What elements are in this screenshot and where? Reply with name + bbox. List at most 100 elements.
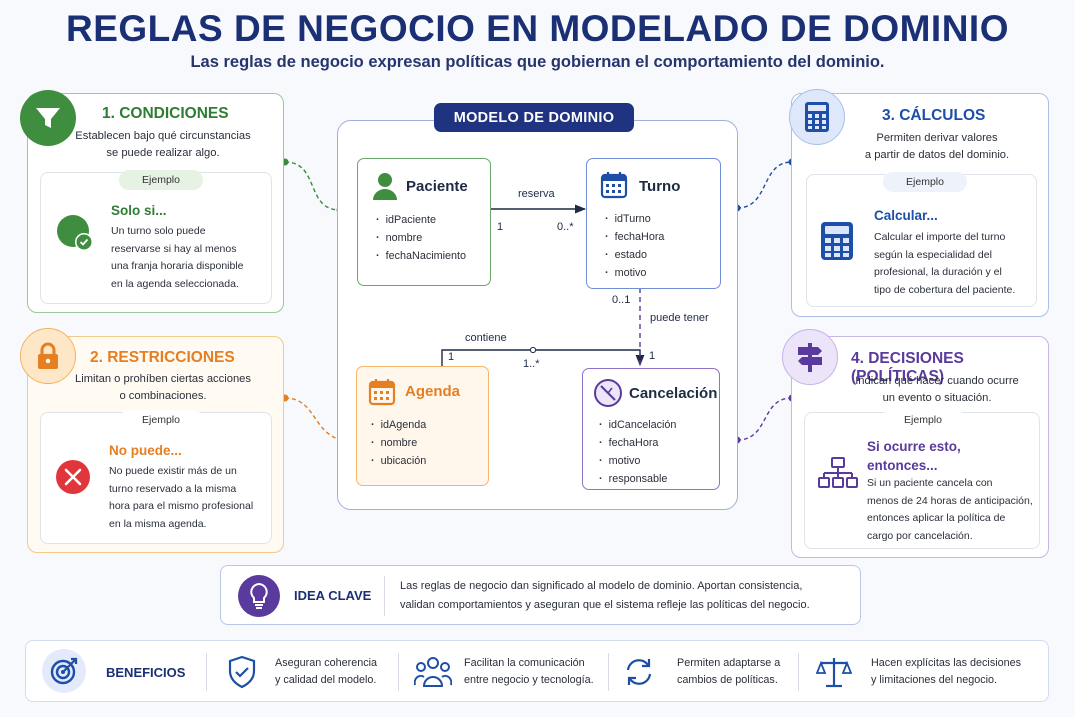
conditions-example-text: Un turno solo puede reservarse si hay al… (111, 225, 244, 290)
key-idea-text: Las reglas de negocio dan significado al… (400, 580, 810, 611)
key-idea-divider (384, 576, 385, 616)
example-label: Ejemplo (119, 410, 203, 430)
calculations-example-text: Calcular el importe del turno según la e… (874, 231, 1016, 296)
domain-model-label: MODELO DE DOMINIO (434, 103, 634, 132)
benefits-label: BENEFICIOS (106, 665, 186, 680)
calculations-card: 3. CÁLCULOS Permiten derivar valores a p… (791, 93, 1049, 317)
entity-paciente-title: Paciente (406, 178, 468, 195)
puede-tener-from-mult: 0..1 (612, 294, 631, 306)
reserva-label: reserva (518, 188, 555, 200)
attribute: idPaciente (376, 211, 466, 229)
conditions-desc: Establecen bajo qué circunstancias se pu… (75, 130, 251, 159)
connector-restrictions (284, 397, 357, 443)
reserva-from-mult: 1 (497, 221, 504, 233)
contiene-line (441, 349, 645, 367)
attribute: nombre (371, 434, 426, 452)
decisions-card: 4. DECISIONES (POLÍTICAS) Indican qué ha… (791, 336, 1049, 558)
divider (608, 653, 609, 691)
example-label: Ejemplo (883, 172, 967, 192)
x-circle-icon (55, 459, 91, 500)
entity-cancelacion[interactable]: Cancelación idCancelación fechaHora moti… (582, 368, 720, 490)
benefit-text: Facilitan la comunicación entre negocio … (464, 657, 594, 686)
restrictions-title: 2. RESTRICCIONES (90, 349, 235, 366)
attribute: fechaNacimiento (376, 247, 466, 265)
lightbulb-icon (238, 575, 280, 617)
page-subtitle: Las reglas de negocio expresan políticas… (190, 53, 885, 71)
puede-tener-label: puede tener (650, 312, 709, 324)
example-label: Ejemplo (119, 170, 203, 190)
contiene-label: contiene (465, 332, 507, 344)
calculations-example: Ejemplo Calcular... Calcular el importe … (806, 172, 1037, 307)
entity-cancelacion-title: Cancelación (629, 385, 718, 402)
entity-paciente[interactable]: Paciente idPaciente nombre fechaNacimien… (357, 158, 491, 286)
contiene-to-mult: 1..* (523, 358, 540, 370)
attribute: fechaHora (605, 228, 665, 246)
entity-cancelacion-attrs: idCancelación fechaHora motivo responsab… (599, 416, 677, 488)
attribute: responsable (599, 470, 676, 488)
lock-icon (20, 328, 76, 384)
restrictions-example: Ejemplo No puede... No puede existir más… (40, 410, 272, 544)
calculator-icon (789, 89, 845, 145)
divider (798, 653, 799, 691)
check-circle-icon (55, 213, 95, 258)
key-idea-box: IDEA CLAVE Las reglas de negocio dan sig… (220, 565, 861, 625)
funnel-icon (20, 90, 76, 146)
restrictions-example-head: No puede... (109, 443, 182, 458)
decisions-example-text: Si un paciente cancela con menos de 24 h… (867, 477, 1033, 542)
decisions-example-head: Si ocurre esto, entonces... (867, 439, 961, 473)
key-idea-label: IDEA CLAVE (294, 588, 372, 603)
reserva-to-mult: 0..* (557, 221, 574, 233)
cancel-clock-icon (593, 378, 623, 413)
attribute: motivo (599, 452, 676, 470)
page-title: REGLAS DE NEGOCIO EN MODELADO DE DOMINIO (66, 8, 1009, 49)
refresh-icon (623, 656, 655, 693)
benefits-bar: BENEFICIOS Aseguran coherencia y calidad… (25, 640, 1049, 702)
decisions-desc: Indican qué hacer cuando ocurre un event… (855, 375, 1019, 404)
entity-agenda-attrs: idAgenda nombre ubicación (371, 416, 427, 470)
connector-decisions (736, 397, 793, 441)
example-label: Ejemplo (881, 410, 965, 430)
calculations-example-head: Calcular... (874, 208, 938, 223)
shield-check-icon (227, 655, 257, 694)
entity-agenda[interactable]: Agenda idAgenda nombre ubicación (356, 366, 489, 486)
restrictions-desc: Limitan o prohíben ciertas acciones o co… (75, 373, 251, 402)
entity-turno-title: Turno (639, 178, 681, 195)
restrictions-card: 2. RESTRICCIONES Limitan o prohíben cier… (27, 336, 284, 553)
signpost-icon (782, 329, 838, 385)
calculations-title: 3. CÁLCULOS (882, 107, 986, 124)
attribute: motivo (605, 264, 664, 282)
entity-agenda-title: Agenda (405, 383, 461, 400)
target-icon (42, 649, 86, 693)
conditions-title: 1. CONDICIONES (102, 105, 229, 122)
entity-turno-attrs: idTurno fechaHora estado motivo (605, 210, 665, 282)
calculator-icon (820, 221, 854, 266)
divider (398, 653, 399, 691)
attribute: ubicación (371, 452, 427, 470)
hierarchy-icon (818, 457, 858, 500)
attribute: fechaHora (599, 434, 676, 452)
benefit-text: Hacen explícitas las decisiones y limita… (871, 657, 1022, 686)
attribute: idCancelación (599, 416, 677, 434)
decisions-example: Ejemplo Si ocurre esto, entonces... Si u… (804, 410, 1040, 549)
contiene-node (529, 346, 537, 354)
calendar-icon (368, 378, 396, 411)
conditions-example: Ejemplo Solo si... Un turno solo puede r… (40, 170, 272, 304)
scales-icon (815, 655, 853, 694)
conditions-example-head: Solo si... (111, 203, 167, 218)
attribute: nombre (376, 229, 466, 247)
connector-calculations (736, 161, 793, 209)
puede-tener-to-mult: 1 (649, 350, 656, 362)
user-icon (371, 171, 399, 206)
decisions-title: 4. DECISIONES (POLÍTICAS) (851, 350, 964, 385)
benefit-text: Permiten adaptarse a cambios de política… (677, 657, 781, 686)
calendar-icon (600, 171, 628, 204)
attribute: estado (605, 246, 664, 264)
divider (206, 653, 207, 691)
entity-paciente-attrs: idPaciente nombre fechaNacimiento (376, 211, 466, 265)
connector-conditions (284, 161, 341, 211)
calculations-desc: Permiten derivar valores a partir de dat… (864, 132, 1010, 161)
entity-turno[interactable]: Turno idTurno fechaHora estado motivo (586, 158, 721, 289)
benefit-text: Aseguran coherencia y calidad del modelo… (275, 657, 378, 686)
restrictions-example-text: No puede existir más de un turno reserva… (109, 465, 254, 530)
